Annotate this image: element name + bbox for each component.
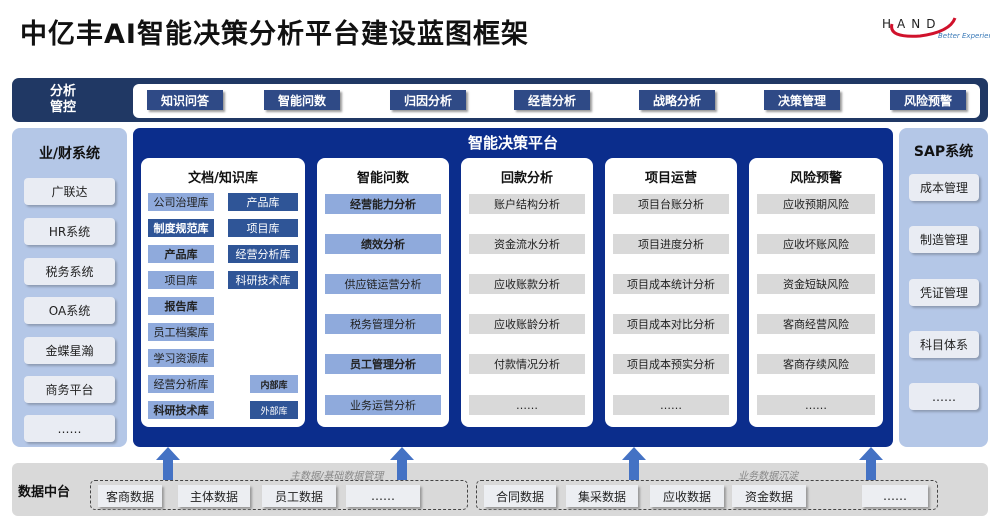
data-item[interactable]: 员工数据 <box>262 485 336 507</box>
analysis-item[interactable]: 员工管理分析 <box>325 354 441 374</box>
analysis-item[interactable]: 账户结构分析 <box>469 194 585 214</box>
analysis-item[interactable]: 项目台账分析 <box>613 194 729 214</box>
data-item[interactable]: …… <box>346 485 420 507</box>
knowledge-item[interactable]: 项目库 <box>228 219 298 237</box>
internal-library-tag[interactable]: 内部库 <box>250 375 298 393</box>
knowledge-item[interactable]: 报告库 <box>148 297 214 315</box>
analysis-item[interactable]: 供应链运营分析 <box>325 274 441 294</box>
analysis-item[interactable]: 客商存续风险 <box>757 354 875 374</box>
knowledge-item[interactable]: 科研技术库 <box>228 271 298 289</box>
card-title: 文档/知识库 <box>188 170 258 186</box>
system-item[interactable]: 税务系统 <box>24 258 115 285</box>
business-data-group <box>476 480 938 510</box>
label-line: 分析 <box>49 84 76 99</box>
analysis-item[interactable]: 绩效分析 <box>325 234 441 254</box>
analysis-item-button[interactable]: 战略分析 <box>639 90 715 110</box>
analysis-item[interactable]: …… <box>469 395 585 415</box>
data-item[interactable]: 应收数据 <box>650 485 724 507</box>
analysis-item[interactable]: 项目成本对比分析 <box>613 314 729 334</box>
knowledge-item[interactable]: 产品库 <box>148 245 214 263</box>
up-arrow-icon <box>156 447 180 480</box>
data-item[interactable]: 资金数据 <box>732 485 806 507</box>
data-item[interactable]: 主体数据 <box>178 485 250 507</box>
data-center-label: 数据中台 <box>17 484 70 500</box>
platform-title: 智能决策平台 <box>467 133 558 152</box>
analysis-item-button[interactable]: 归因分析 <box>390 90 466 110</box>
system-item[interactable]: …… <box>909 383 979 410</box>
analysis-item[interactable]: …… <box>613 395 729 415</box>
up-arrow-icon <box>859 447 883 480</box>
system-item[interactable]: 商务平台 <box>24 376 115 403</box>
card-title: 风险预警 <box>789 170 842 186</box>
knowledge-item[interactable]: 科研技术库 <box>148 401 214 419</box>
knowledge-item[interactable]: 员工档案库 <box>148 323 214 341</box>
knowledge-item[interactable]: 公司治理库 <box>148 193 214 211</box>
external-library-tag[interactable]: 外部库 <box>250 401 298 419</box>
data-item[interactable]: 客商数据 <box>98 485 162 507</box>
analysis-control-label: 分析管控 <box>38 82 88 118</box>
master-data-group <box>90 480 468 510</box>
analysis-item-button[interactable]: 风险预警 <box>890 90 966 110</box>
system-item[interactable]: 成本管理 <box>909 174 979 201</box>
panel-title: 业/财系统 <box>38 146 101 162</box>
knowledge-item[interactable]: 制度规范库 <box>148 219 214 237</box>
analysis-item[interactable]: 项目成本预实分析 <box>613 354 729 374</box>
group-label: 业务数据沉淀 <box>738 471 798 482</box>
analysis-item[interactable]: 经营能力分析 <box>325 194 441 214</box>
analysis-item[interactable]: 客商经营风险 <box>757 314 875 334</box>
knowledge-item[interactable]: 项目库 <box>148 271 214 289</box>
analysis-item[interactable]: …… <box>757 395 875 415</box>
system-item[interactable]: 金蝶星瀚 <box>24 337 115 364</box>
analysis-item[interactable]: 项目进度分析 <box>613 234 729 254</box>
analysis-item[interactable]: 应收账款分析 <box>469 274 585 294</box>
page-title: 中亿丰AI智能决策分析平台建设蓝图框架 <box>20 19 529 50</box>
analysis-item[interactable]: 资金流水分析 <box>469 234 585 254</box>
system-item[interactable]: OA系统 <box>24 297 115 324</box>
up-arrow-icon <box>622 447 646 480</box>
card-title: 项目运营 <box>644 170 697 186</box>
data-item[interactable]: 集采数据 <box>566 485 638 507</box>
system-item[interactable]: HR系统 <box>24 218 115 245</box>
svg-text:Better Experience: Better Experience <box>938 32 990 40</box>
label-line: 管控 <box>49 100 76 115</box>
analysis-item-button[interactable]: 经营分析 <box>514 90 590 110</box>
data-item[interactable]: 合同数据 <box>484 485 556 507</box>
svg-text:HAND: HAND <box>882 17 941 31</box>
data-item[interactable]: …… <box>862 485 928 507</box>
system-item[interactable]: 制造管理 <box>909 226 979 253</box>
analysis-item[interactable]: 项目成本统计分析 <box>613 274 729 294</box>
system-item[interactable]: …… <box>24 415 115 442</box>
card-title: 智能问数 <box>356 170 409 186</box>
analysis-item-button[interactable]: 知识问答 <box>147 90 223 110</box>
system-item[interactable]: 广联达 <box>24 178 115 205</box>
analysis-item[interactable]: 付款情况分析 <box>469 354 585 374</box>
analysis-item[interactable]: 资金短缺风险 <box>757 274 875 294</box>
knowledge-item[interactable]: 产品库 <box>228 193 298 211</box>
analysis-item[interactable]: 税务管理分析 <box>325 314 441 334</box>
analysis-item-button[interactable]: 决策管理 <box>764 90 840 110</box>
knowledge-item[interactable]: 经营分析库 <box>148 375 214 393</box>
card-title: 回款分析 <box>500 170 553 186</box>
analysis-item[interactable]: 应收坏账风险 <box>757 234 875 254</box>
knowledge-item[interactable]: 学习资源库 <box>148 349 214 367</box>
panel-title: SAP系统 <box>913 144 974 160</box>
group-label: 主数据/基础数据管理 <box>290 471 384 482</box>
analysis-item[interactable]: 应收预期风险 <box>757 194 875 214</box>
system-item[interactable]: 科目体系 <box>909 331 979 358</box>
up-arrow-icon <box>390 447 414 480</box>
analysis-item-button[interactable]: 智能问数 <box>264 90 340 110</box>
knowledge-item[interactable]: 经营分析库 <box>228 245 298 263</box>
system-item[interactable]: 凭证管理 <box>909 279 979 306</box>
analysis-item[interactable]: 应收账龄分析 <box>469 314 585 334</box>
analysis-item[interactable]: 业务运营分析 <box>325 395 441 415</box>
